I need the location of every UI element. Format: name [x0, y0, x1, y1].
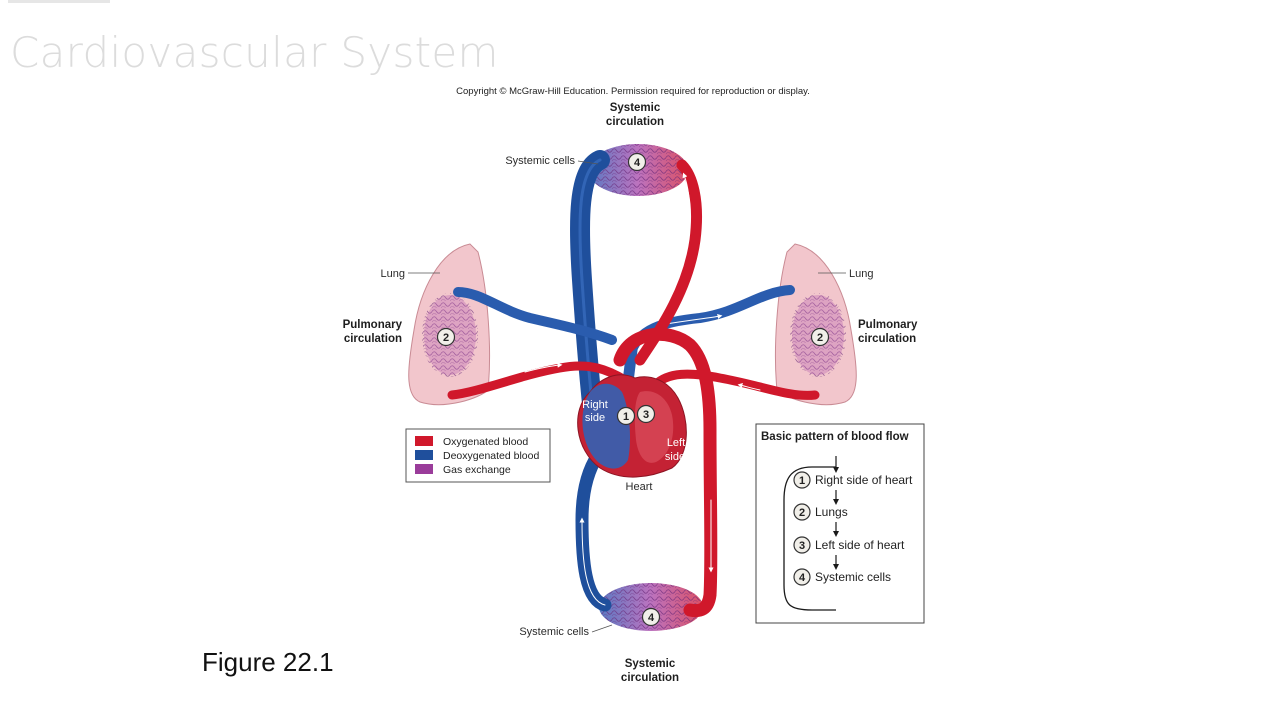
systemic-cells-top-leader — [577, 160, 599, 165]
svg-text:2: 2 — [799, 507, 805, 519]
blood-flow-box-title: Basic pattern of blood flow — [761, 431, 909, 443]
systemic-cells-top-label: Systemic cells — [505, 155, 575, 167]
left-lung — [408, 243, 491, 406]
systemic-cells-bottom-label: Systemic cells — [519, 626, 589, 638]
marker-2-right: 2 — [810, 327, 830, 347]
lung-right-label: Lung — [849, 268, 873, 280]
svg-text:2: 2 — [443, 332, 449, 344]
slide-top-bar — [8, 0, 110, 3]
svg-text:4: 4 — [799, 572, 806, 584]
legend-item-gas-exchange: Gas exchange — [443, 464, 511, 476]
svg-text:Lungs: Lungs — [815, 505, 848, 519]
flow-step-2: 2 Lungs — [793, 503, 848, 521]
right-lung — [774, 243, 857, 406]
marker-2-left: 2 — [436, 327, 456, 347]
svg-text:3: 3 — [799, 540, 805, 552]
right-side-label-line2: side — [585, 412, 605, 424]
svg-text:Systemic cells: Systemic cells — [815, 570, 891, 584]
legend-swatch-oxygenated — [415, 436, 433, 446]
flow-step-4: 4 Systemic cells — [793, 568, 891, 586]
flow-step-3: 3 Left side of heart — [793, 536, 905, 554]
left-side-label-line2: side — [665, 451, 685, 463]
right-side-label-line1: Right — [582, 399, 608, 411]
marker-3-heart: 3 — [636, 404, 656, 424]
svg-text:4: 4 — [634, 157, 641, 169]
flow-step-1: 1 Right side of heart — [793, 471, 913, 489]
svg-text:3: 3 — [643, 409, 649, 421]
legend-item-deoxygenated: Deoxygenated blood — [443, 450, 539, 462]
blood-flow-box: Basic pattern of blood flow 1 Right side… — [755, 423, 925, 624]
svg-text:2: 2 — [817, 332, 823, 344]
systemic-circulation-bottom-line1: Systemic — [625, 658, 676, 670]
systemic-circulation-top-line2: circulation — [606, 116, 664, 128]
bottom-capillary-bed — [599, 583, 703, 631]
svg-text:Right side of heart: Right side of heart — [815, 473, 913, 487]
flow-loop-line — [783, 466, 836, 611]
pulmonary-circulation-left-line1: Pulmonary — [343, 319, 403, 331]
oxygenated-vessels — [447, 159, 820, 618]
legend-swatch-gas-exchange — [415, 464, 433, 474]
marker-1-heart: 1 — [616, 406, 636, 426]
systemic-circulation-bottom-line2: circulation — [621, 672, 679, 684]
marker-4-top: 4 — [627, 152, 647, 172]
legend: Oxygenated blood Deoxygenated blood Gas … — [405, 428, 551, 483]
systemic-circulation-top-line1: Systemic — [610, 102, 661, 114]
legend-item-oxygenated: Oxygenated blood — [443, 436, 528, 448]
systemic-cells-bottom-leader — [591, 624, 613, 633]
heart-label: Heart — [626, 481, 653, 493]
legend-swatch-deoxygenated — [415, 450, 433, 460]
svg-text:4: 4 — [648, 612, 655, 624]
copyright-notice: Copyright © McGraw-Hill Education. Permi… — [456, 86, 810, 97]
left-side-label-line1: Left — [667, 437, 685, 449]
svg-text:Left side of heart: Left side of heart — [815, 538, 905, 552]
svg-text:1: 1 — [623, 411, 629, 423]
marker-4-bottom: 4 — [641, 607, 661, 627]
pulmonary-circulation-right-line2: circulation — [858, 333, 916, 345]
pulmonary-circulation-right-line1: Pulmonary — [858, 319, 918, 331]
svg-text:1: 1 — [799, 475, 805, 487]
slide-title: Cardiovascular System — [10, 28, 499, 77]
pulmonary-circulation-left-line2: circulation — [344, 333, 402, 345]
figure-caption: Figure 22.1 — [202, 647, 334, 677]
lung-left-label: Lung — [381, 268, 405, 280]
